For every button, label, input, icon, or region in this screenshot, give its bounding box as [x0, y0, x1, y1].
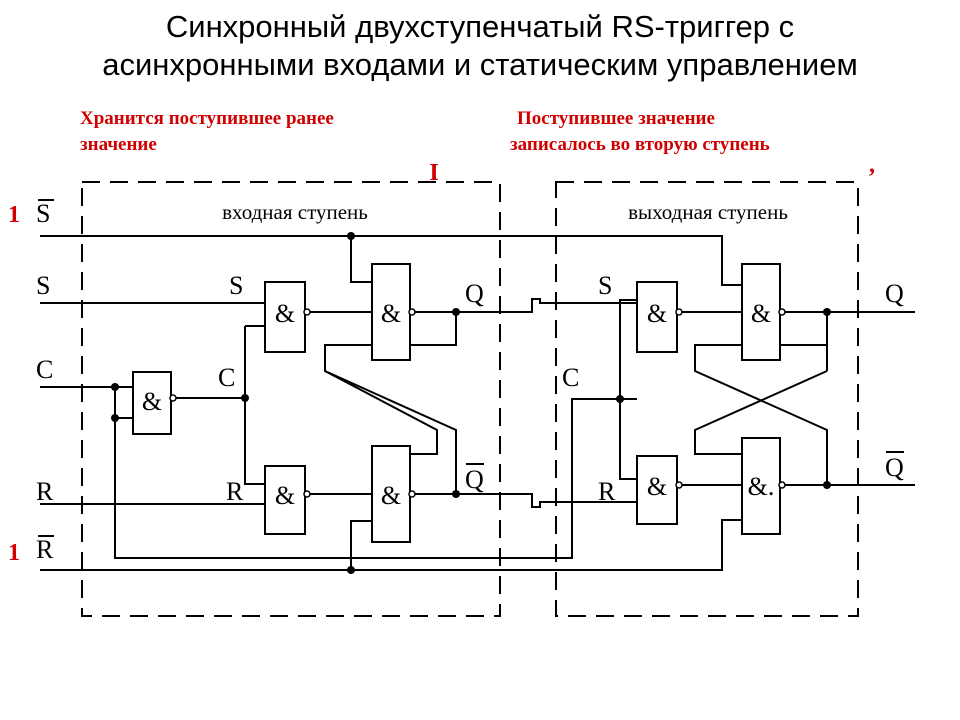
mark-left: I [429, 160, 438, 186]
svg-text:&: & [751, 299, 771, 328]
clock-and-gate: & [132, 371, 177, 435]
stage1-c-label: C [218, 363, 235, 392]
svg-text:&: & [647, 472, 667, 501]
input-r-gate: & [264, 465, 311, 535]
stage1-q-label: Q [465, 279, 484, 308]
input-s-gate: & [264, 281, 311, 353]
svg-text:&: & [142, 387, 162, 416]
c-input-label: C [36, 355, 53, 384]
title-line-1: Синхронный двухступенчатый RS-триггер с [165, 9, 795, 44]
note-left-line-1: Хранится поступившее ранее [80, 108, 334, 129]
output-s-gate: & [636, 281, 683, 353]
svg-text:&: & [275, 299, 295, 328]
note-left-line-2: значение [80, 134, 157, 155]
mark-right: , [869, 152, 875, 178]
svg-text:&: & [275, 481, 295, 510]
junction-dots [111, 232, 831, 574]
stage2-c-label: C [562, 363, 579, 392]
slide-title: Синхронный двухступенчатый RS-триггер с … [0, 8, 960, 84]
note-right: Поступившее значение записалось во втору… [510, 106, 770, 158]
note-left: Хранится поступившее ранее значение [80, 106, 334, 158]
stage1-r-label: R [226, 477, 244, 506]
stage1-q-bar-label: Q [465, 465, 484, 494]
input-latch-bottom-gate: & [371, 445, 416, 543]
r-bar-value: 1 [8, 540, 20, 566]
signal-labels: S S C R R S C R Q Q S C R Q Q [36, 199, 904, 564]
output-latch-top-gate: & [741, 263, 786, 361]
output-q-bar-label: Q [885, 453, 904, 482]
output-q-label: Q [885, 279, 904, 308]
svg-text:&: & [381, 299, 401, 328]
s-bar-value: 1 [8, 202, 20, 228]
r-input-label: R [36, 477, 54, 506]
note-right-line-1: Поступившее значение [517, 108, 715, 129]
output-latch-bottom-gate: &. [741, 437, 786, 535]
stage2-r-label: R [598, 477, 616, 506]
output-stage-label: выходная ступень [628, 200, 788, 224]
output-stage-frame [555, 181, 859, 617]
wires [40, 235, 915, 571]
note-right-line-2: записалось во вторую ступень [510, 134, 770, 155]
svg-text:&: & [381, 481, 401, 510]
input-stage-frame [81, 181, 501, 617]
stage2-s-label: S [598, 271, 612, 300]
input-latch-top-gate: & [371, 263, 416, 361]
stage1-s-label: S [229, 271, 243, 300]
input-values: 1 1 [8, 202, 20, 566]
input-stage-label: входная ступень [222, 200, 368, 224]
r-bar-label: R [36, 535, 54, 564]
s-input-label: S [36, 271, 50, 300]
output-r-gate: & [636, 455, 683, 525]
svg-text:&.: &. [748, 472, 775, 501]
s-bar-label: S [36, 199, 50, 228]
svg-text:&: & [647, 299, 667, 328]
title-line-2: асинхронными входами и статическим управ… [102, 47, 858, 82]
